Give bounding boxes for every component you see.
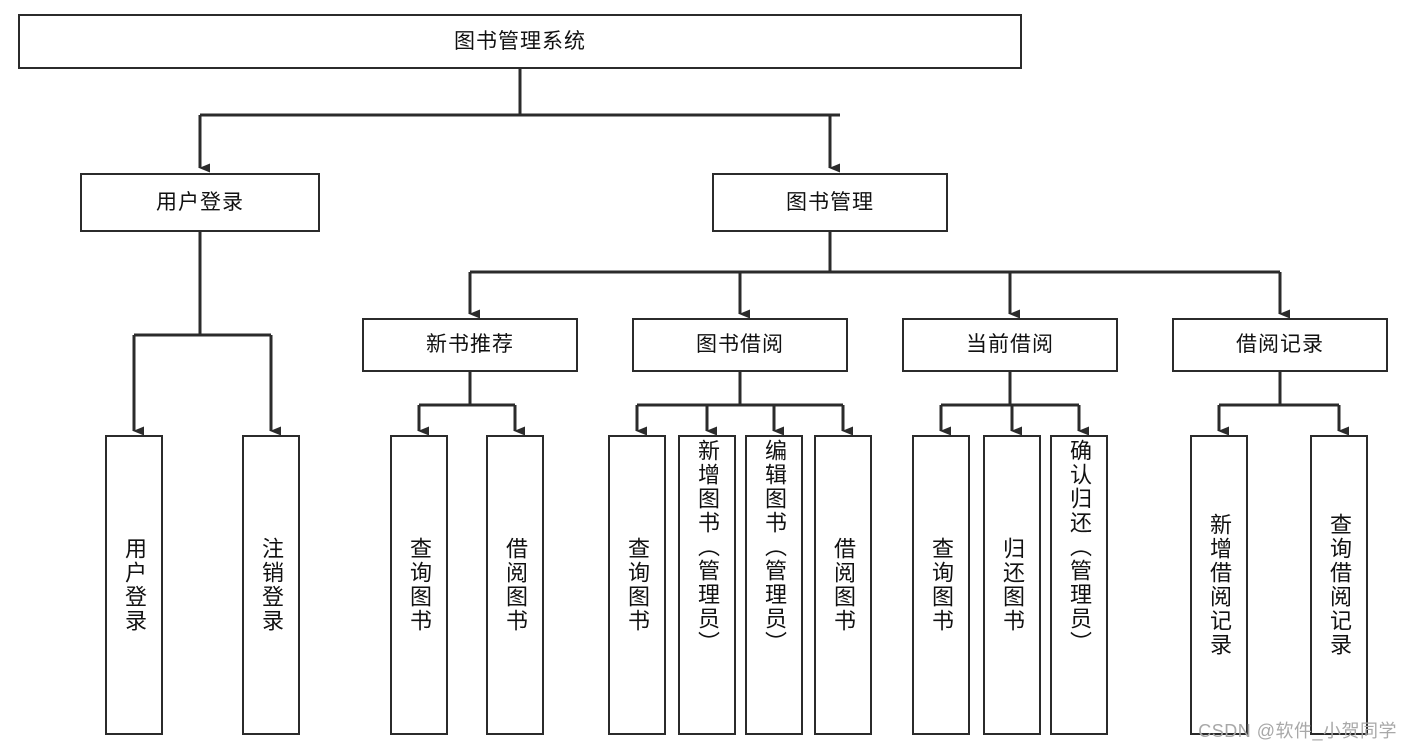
leaf-rec-search-label: 查询借阅记录 [1326,513,1352,657]
node-book-borrow[interactable]: 图书借阅 [632,318,848,372]
leaf-cur-confirm-label: 确认归还（管理员） [1066,439,1092,655]
node-new-book-rec-label: 新书推荐 [426,333,514,357]
leaf-user-logout[interactable]: 注销登录 [242,435,300,735]
leaf-user-login-label: 用户登录 [121,537,147,633]
node-book-manage-label: 图书管理 [786,190,874,214]
leaf-borrow-edit-label: 编辑图书（管理员） [761,439,787,655]
leaf-rec-borrow[interactable]: 借阅图书 [486,435,544,735]
leaf-borrow-query[interactable]: 查询图书 [608,435,666,735]
leaf-cur-confirm[interactable]: 确认归还（管理员） [1050,435,1108,735]
node-new-book-rec[interactable]: 新书推荐 [362,318,578,372]
leaf-borrow-do[interactable]: 借阅图书 [814,435,872,735]
node-book-borrow-label: 图书借阅 [696,333,784,357]
leaf-rec-search[interactable]: 查询借阅记录 [1310,435,1368,735]
watermark: CSDN @软件_小贺同学 [1198,721,1397,741]
leaf-borrow-do-label: 借阅图书 [830,537,856,633]
leaf-user-login[interactable]: 用户登录 [105,435,163,735]
node-user-login[interactable]: 用户登录 [80,173,320,232]
node-book-manage[interactable]: 图书管理 [712,173,948,232]
node-borrow-record[interactable]: 借阅记录 [1172,318,1388,372]
node-current-borrow-label: 当前借阅 [966,333,1054,357]
leaf-rec-query-label: 查询图书 [406,537,432,633]
leaf-borrow-add[interactable]: 新增图书（管理员） [678,435,736,735]
node-current-borrow[interactable]: 当前借阅 [902,318,1118,372]
leaf-borrow-edit[interactable]: 编辑图书（管理员） [745,435,803,735]
leaf-rec-borrow-label: 借阅图书 [502,537,528,633]
leaf-cur-return-label: 归还图书 [999,537,1025,633]
node-root-label: 图书管理系统 [454,29,586,53]
leaf-rec-add-label: 新增借阅记录 [1206,513,1232,657]
leaf-borrow-query-label: 查询图书 [624,537,650,633]
leaf-rec-query[interactable]: 查询图书 [390,435,448,735]
leaf-borrow-add-label: 新增图书（管理员） [694,439,720,655]
leaf-user-logout-label: 注销登录 [258,537,284,633]
leaf-cur-query[interactable]: 查询图书 [912,435,970,735]
leaf-cur-return[interactable]: 归还图书 [983,435,1041,735]
node-root[interactable]: 图书管理系统 [18,14,1022,69]
leaf-cur-query-label: 查询图书 [928,537,954,633]
leaf-rec-add[interactable]: 新增借阅记录 [1190,435,1248,735]
node-borrow-record-label: 借阅记录 [1236,333,1324,357]
node-user-login-label: 用户登录 [156,190,244,214]
